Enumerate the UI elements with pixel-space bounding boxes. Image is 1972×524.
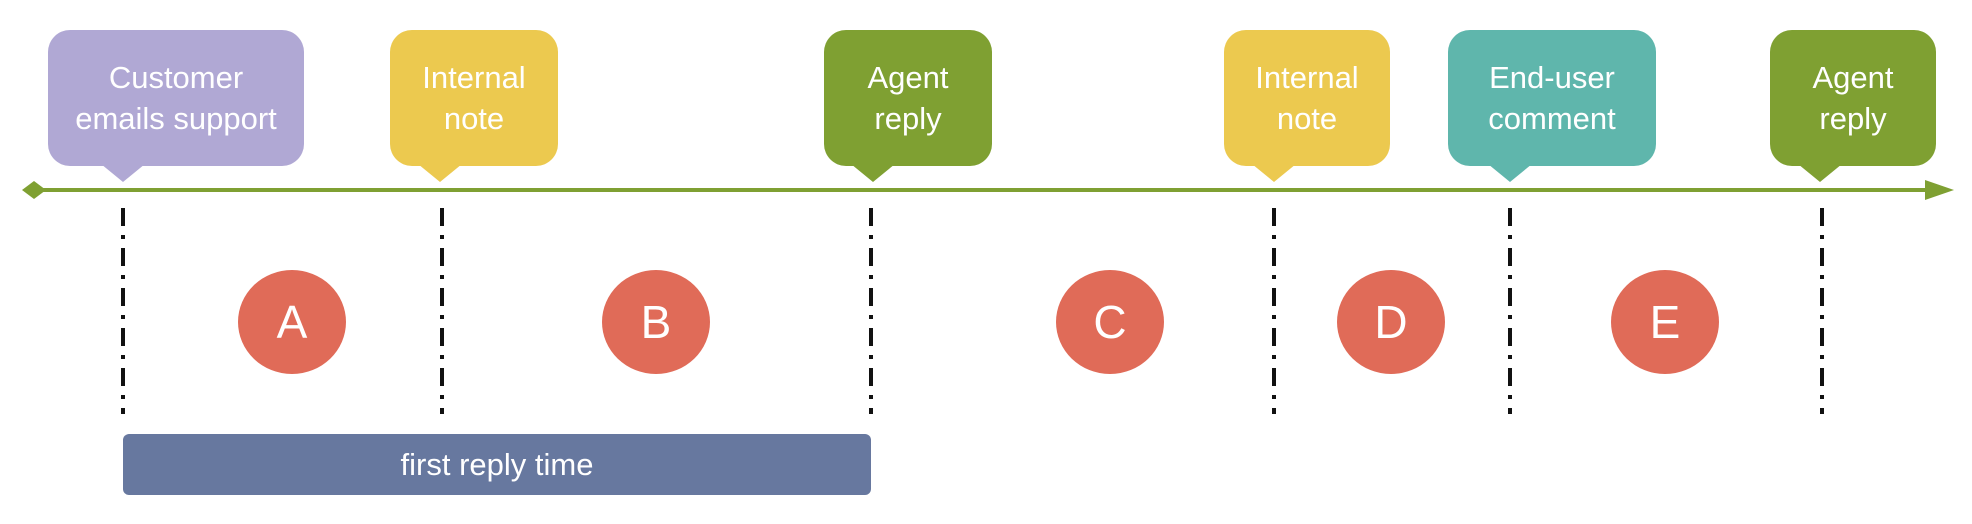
interval-label: C <box>1093 296 1127 348</box>
event-markers <box>121 208 1824 414</box>
event-internal-note-2: Internal note <box>1224 30 1390 182</box>
event-label-line1: Internal <box>1255 60 1359 95</box>
event-label-line1: Agent <box>1812 60 1894 95</box>
event-customer-emails-support: Customer emails support <box>48 30 304 182</box>
event-label-line2: note <box>443 101 505 136</box>
interval-label: B <box>640 296 672 348</box>
event-label-line1: End-user <box>1489 60 1615 95</box>
interval-e: E <box>1611 270 1719 374</box>
event-label-line2: emails support <box>75 101 277 136</box>
interval-label: A <box>276 296 308 348</box>
event-label-line2: comment <box>1488 101 1616 136</box>
bubble-tail <box>1488 164 1532 182</box>
event-label-line2: note <box>1276 101 1338 136</box>
first-reply-time-bar: first reply time <box>123 434 871 495</box>
interval-label: D <box>1374 296 1408 348</box>
interval-d: D <box>1337 270 1445 374</box>
event-label-line1: Customer <box>108 60 244 95</box>
event-agent-reply-1: Agent reply <box>824 30 992 182</box>
event-label-line1: Agent <box>867 60 949 95</box>
event-end-user-comment: End-user comment <box>1448 30 1656 182</box>
event-internal-note-1: Internal note <box>390 30 558 182</box>
event-label-line1: Internal <box>422 60 526 95</box>
interval-b: B <box>602 270 710 374</box>
axis-arrow-head <box>1925 180 1954 200</box>
bubble-tail <box>101 164 145 182</box>
bubble-tail <box>1798 164 1842 182</box>
bubble-tail <box>1252 164 1296 182</box>
event-label-line2: reply <box>1819 101 1887 136</box>
event-agent-reply-2: Agent reply <box>1770 30 1936 182</box>
event-label-line2: reply <box>874 101 942 136</box>
bubble-tail <box>418 164 462 182</box>
first-reply-time-label: first reply time <box>400 446 594 482</box>
interval-a: A <box>238 270 346 374</box>
bubble-tail <box>851 164 895 182</box>
axis-start-diamond <box>22 181 46 199</box>
interval-label: E <box>1649 296 1681 348</box>
interval-c: C <box>1056 270 1164 374</box>
